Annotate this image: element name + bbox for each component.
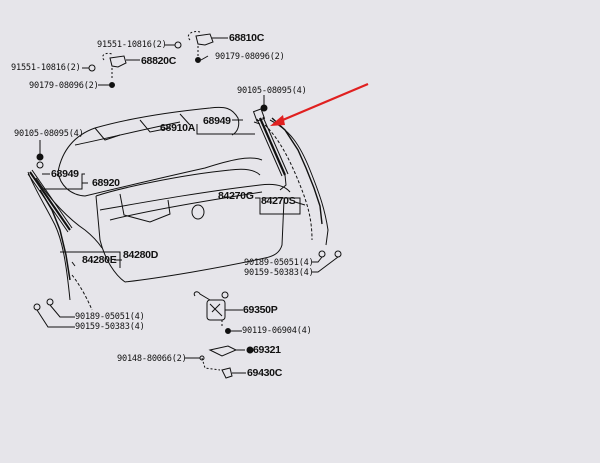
label-90179-08096-lower: 90179-08096(2)	[29, 81, 99, 91]
label-69430C: 69430C	[247, 367, 282, 379]
label-90105-08095-right: 90105-08095(4)	[237, 86, 307, 96]
label-90148-80066: 90148-80066(2)	[117, 354, 187, 364]
stay-right	[258, 117, 287, 176]
label-90189-05051-right: 90189-05051(4)	[244, 258, 314, 268]
label-90159-50383-left: 90159-50383(4)	[75, 322, 145, 332]
label-68949-left: 68949	[51, 168, 79, 180]
label-69321: 69321	[253, 344, 281, 356]
lock-assembly	[193, 291, 243, 326]
label-84270G: 84270G	[218, 190, 254, 202]
bracket-68820C	[109, 55, 127, 68]
label-91551-10816-lower: 91551-10816(2)	[11, 63, 81, 73]
striker-69321	[208, 345, 238, 357]
label-90179-08096-upper: 90179-08096(2)	[215, 52, 285, 62]
back-door-outer-panel	[57, 106, 240, 173]
label-84280D: 84280D	[123, 249, 158, 261]
label-84270S: 84270S	[261, 195, 296, 207]
label-68910A: 68910A	[160, 122, 195, 134]
label-90105-08095-left: 90105-08095(4)	[14, 129, 84, 139]
label-68820C: 68820C	[141, 55, 176, 67]
lock-striker-69430C	[221, 367, 233, 379]
label-90119-06904: 90119-06904(4)	[242, 326, 312, 336]
back-door-lower-panel	[99, 183, 291, 211]
label-91551-10816-upper: 91551-10816(2)	[97, 40, 167, 50]
label-90159-50383-right: 90159-50383(4)	[244, 268, 314, 278]
label-68920: 68920	[92, 177, 120, 189]
back-door-window	[95, 168, 261, 197]
label-69350P: 69350P	[243, 304, 278, 316]
label-68949-right: 68949	[203, 115, 231, 127]
label-84280E: 84280E	[82, 254, 117, 266]
stay-left	[29, 171, 71, 231]
red-annotation-arrow	[270, 82, 369, 126]
label-68810C: 68810C	[229, 32, 264, 44]
bracket-68810C	[195, 33, 214, 46]
label-90189-05051-left: 90189-05051(4)	[75, 312, 145, 322]
